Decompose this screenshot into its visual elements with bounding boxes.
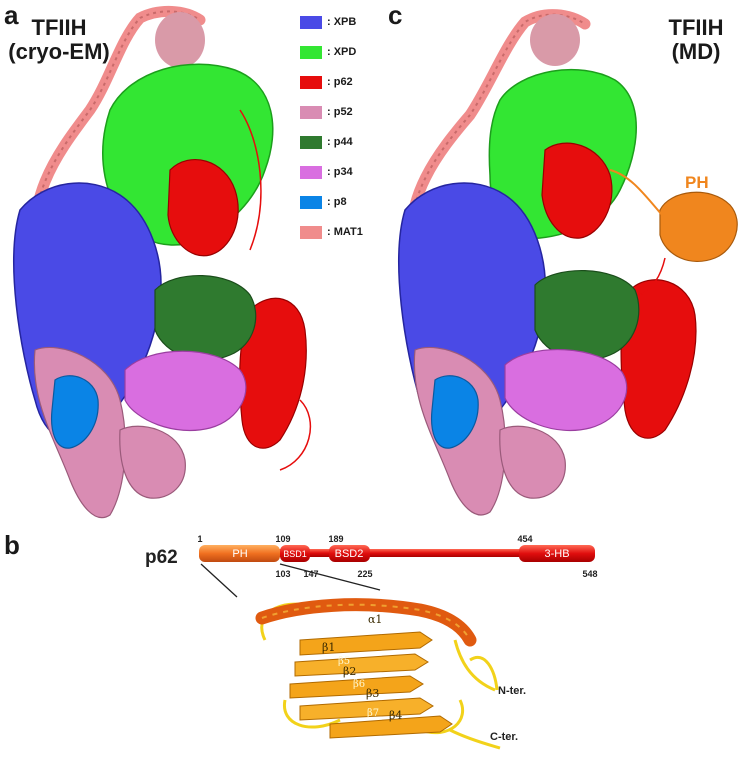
panel-c-title-line1: TFIIH: [668, 15, 724, 40]
legend-swatch: [300, 135, 322, 149]
beta5-label: β5: [338, 656, 350, 667]
legend-swatch: [300, 225, 322, 239]
legend-item-p62: : p62: [300, 73, 353, 91]
n-ter-tail: [453, 639, 496, 692]
legend-label: : XPD: [327, 46, 357, 58]
p34-subunit: [504, 349, 628, 432]
legend-swatch: [300, 75, 322, 89]
beta6-label: β6: [353, 679, 365, 690]
tfiih-cryoem-structure: [13, 5, 312, 519]
residue-start-bsd1: 109: [275, 534, 290, 544]
panel-a-title: TFIIH (cryo-EM): [8, 16, 110, 64]
p8-subunit: [430, 375, 479, 449]
residue-end-ph: 103: [275, 569, 290, 579]
residue-end-3hb: 548: [582, 569, 597, 579]
legend-item-p34: : p34: [300, 163, 353, 181]
domain-label-bsd2: BSD2: [335, 548, 364, 560]
legend-item-p44: : p44: [300, 133, 353, 151]
p34-subunit: [124, 350, 247, 432]
residue-end-bsd1: 147: [303, 569, 318, 579]
beta4-label: β4: [389, 709, 402, 722]
p8-subunit: [50, 375, 99, 449]
p52-cterm-domain: [119, 425, 186, 499]
zoom-line-left: [200, 563, 238, 598]
legend-swatch: [300, 165, 322, 179]
legend-item-xpd: : XPD: [300, 43, 356, 61]
zoom-line-right: [279, 563, 381, 591]
ph-domain-box: [199, 545, 280, 562]
c-terminus-label: C-ter.: [490, 731, 518, 743]
c-ter-tail: [449, 728, 501, 750]
panel-a-title-line2: (cryo-EM): [8, 39, 110, 64]
bsd1-domain-box: [280, 545, 310, 562]
panel-c-title-line2: (MD): [671, 39, 721, 64]
p52-cterm-domain: [499, 425, 566, 499]
panel-b-letter: b: [4, 530, 20, 560]
n-terminus-label: N-ter.: [498, 685, 526, 697]
residue-start-ph: 1: [197, 534, 202, 544]
panel-a-title-line1: TFIIH: [31, 15, 87, 40]
panel-a-letter: a: [4, 0, 19, 30]
p62-linker: [239, 109, 312, 471]
mat1-helix-texture: [33, 10, 201, 271]
legend-item-xpb: : XPB: [300, 13, 356, 31]
legend-swatch: [300, 15, 322, 29]
beta-strand: [289, 675, 424, 699]
legend-label: : p8: [327, 196, 347, 208]
beta7-label: β7: [367, 708, 379, 719]
domain-label-bsd1: BSD1: [283, 549, 307, 559]
beta1-label: β1: [322, 641, 335, 654]
tfiih-md-structure: [398, 9, 738, 516]
ph-linker: [609, 169, 663, 216]
panel-c-title: TFIIH (MD): [656, 16, 736, 64]
mat1-ring-domain: [155, 12, 205, 68]
residue-end-bsd2: 225: [357, 569, 372, 579]
ph-domain-label: PH: [685, 173, 709, 192]
domain-label-ph: PH: [232, 548, 247, 560]
ph-domain-structure: [255, 598, 501, 750]
legend-item-p52: : p52: [300, 103, 353, 121]
mat1-ring-domain: [530, 14, 580, 66]
legend-label: : p44: [327, 136, 353, 148]
3hb-domain-box: [519, 545, 595, 562]
p62-bsd-region: [541, 142, 613, 239]
p62-3hb-region: [620, 279, 697, 439]
domain-label-3hb: 3-HB: [544, 548, 569, 560]
panel-c-letter: c: [388, 0, 403, 30]
legend-item-p8: : p8: [300, 193, 347, 211]
beta-strand: [299, 697, 434, 721]
beta-strand: [299, 631, 433, 656]
legend-label: : p62: [327, 76, 353, 88]
legend-swatch: [300, 195, 322, 209]
beta2-label: β2: [343, 665, 356, 678]
beta-strand: [329, 715, 453, 739]
legend-label: : p34: [327, 166, 353, 178]
residue-start-3hb: 454: [517, 534, 532, 544]
ph-alpha-helix-texture: [261, 603, 471, 641]
alpha1-label: α1: [368, 613, 382, 626]
legend-label: : p52: [327, 106, 353, 118]
p62-linker: [639, 257, 666, 296]
bsd2-domain-box: [329, 545, 370, 562]
legend-swatch: [300, 45, 322, 59]
residue-start-bsd2: 189: [328, 534, 343, 544]
legend-swatch: [300, 105, 322, 119]
beta-strand: [294, 653, 429, 677]
legend-label: : XPB: [327, 16, 357, 28]
p62-bsd-region: [167, 159, 239, 257]
protein-name: p62: [145, 547, 178, 568]
p62-domain-map: [199, 545, 595, 598]
beta3-label: β3: [366, 687, 379, 700]
legend-item-mat1: : MAT1: [300, 223, 363, 241]
legend-label: : MAT1: [327, 226, 363, 238]
ph-domain: [659, 191, 738, 263]
